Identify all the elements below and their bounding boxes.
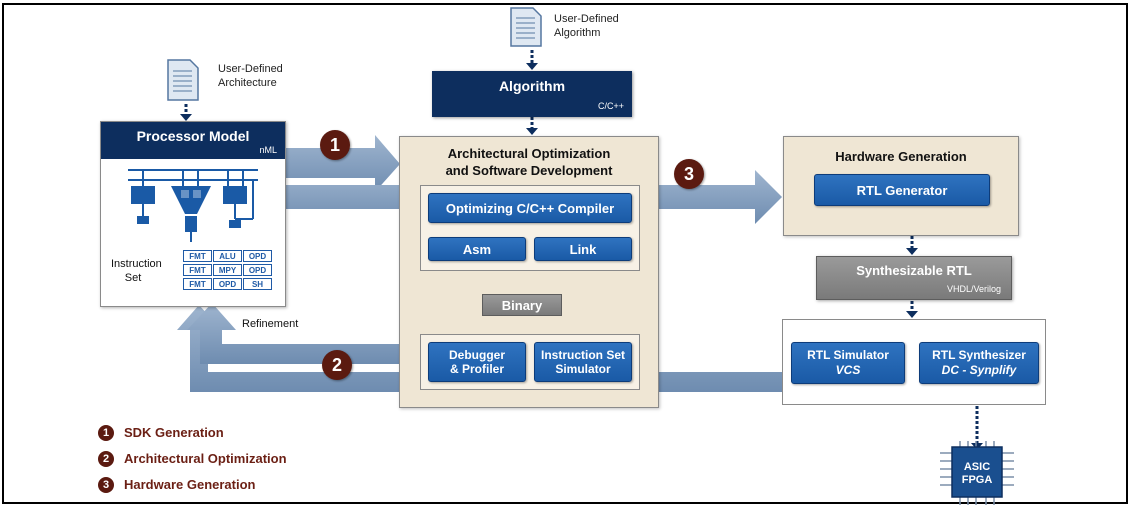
- left-doc-label: User-Defined Architecture: [218, 62, 283, 90]
- link-button[interactable]: Link: [534, 237, 632, 261]
- instruction-set-line1: Instruction: [111, 258, 162, 270]
- top-doc-label-line2: Algorithm: [554, 27, 601, 39]
- debugger-button[interactable]: Debugger & Profiler: [428, 342, 526, 382]
- legend-marker-2: 2: [98, 451, 114, 467]
- legend-marker-1: 1: [98, 425, 114, 441]
- instruction-cell: FMT: [183, 278, 212, 290]
- arrow-refinement: [187, 303, 420, 364]
- binary-box[interactable]: Binary: [482, 294, 562, 316]
- algorithm-tag: C/C++: [597, 101, 624, 111]
- step-marker-2: 2: [322, 350, 352, 380]
- chip-label-line1: ASIC: [963, 461, 991, 473]
- rtl-tools-container: RTL Simulator VCS RTL Synthesizer DC - S…: [782, 319, 1046, 405]
- processor-model-title: Processor Model: [136, 128, 250, 144]
- chip-label-line2: FPGA: [961, 474, 993, 486]
- instruction-cell: OPD: [243, 250, 272, 262]
- debugger-label-line2: & Profiler: [449, 362, 504, 376]
- iss-button[interactable]: Instruction Set Simulator: [534, 342, 632, 382]
- left-doc-label-line1: User-Defined: [218, 63, 283, 75]
- legend-marker-3: 3: [98, 477, 114, 493]
- rtl-simulator-label-line2: VCS: [835, 363, 861, 377]
- instruction-cell: MPY: [213, 264, 242, 276]
- hardware-generation-title: Hardware Generation: [835, 149, 967, 164]
- step-marker-1: 1: [320, 130, 350, 160]
- processor-model-tag: nML: [259, 145, 277, 155]
- step-marker-3: 3: [674, 159, 704, 189]
- refinement-label: Refinement: [242, 318, 299, 330]
- top-doc-label: User-Defined Algorithm: [554, 12, 619, 40]
- legend-label-hardware-generation: Hardware Generation: [124, 477, 256, 492]
- rtl-simulator-button[interactable]: RTL Simulator VCS: [791, 342, 905, 384]
- algorithm-box[interactable]: Algorithm C/C++: [432, 71, 632, 117]
- arch-opt-container[interactable]: Architectural Optimization and Software …: [399, 136, 659, 408]
- rtl-synthesizer-label-line2: DC - Synplify: [941, 363, 1017, 377]
- instruction-cell: OPD: [213, 278, 242, 290]
- arch-opt-title-line1: Architectural Optimization: [447, 146, 611, 161]
- algorithm-title: Algorithm: [498, 78, 566, 94]
- synthesizable-rtl-tag: VHDL/Verilog: [946, 284, 1001, 294]
- synthesizable-rtl-title: Synthesizable RTL: [856, 263, 972, 278]
- arch-opt-title-line2: and Software Development: [445, 163, 613, 178]
- processor-model-box[interactable]: Processor Model nML Instruction Set: [100, 121, 286, 307]
- compiler-button[interactable]: Optimizing C/C++ Compiler: [428, 193, 632, 223]
- hardware-generation-box[interactable]: Hardware Generation RTL Generator: [783, 136, 1019, 236]
- instruction-set-line2: Set: [124, 272, 142, 284]
- chip-label: ASIC FPGA: [952, 461, 1002, 487]
- instruction-cell: FMT: [183, 264, 212, 276]
- legend-label-sdk-generation: SDK Generation: [124, 425, 224, 440]
- legend-label-architectural-optimization: Architectural Optimization: [124, 451, 287, 466]
- arrow-sdk-generation: [285, 135, 400, 192]
- iss-label-line2: Simulator: [555, 362, 611, 376]
- processor-model-header: Processor Model nML: [101, 122, 285, 159]
- rtl-generator-button[interactable]: RTL Generator: [814, 174, 990, 206]
- top-doc-label-line1: User-Defined: [554, 13, 619, 25]
- instruction-cell: ALU: [213, 250, 242, 262]
- rtl-synthesizer-label-line1: RTL Synthesizer: [932, 348, 1026, 362]
- rtl-simulator-label-line1: RTL Simulator: [807, 348, 889, 362]
- instruction-cell: FMT: [183, 250, 212, 262]
- instruction-cell: SH: [243, 278, 272, 290]
- arch-opt-title: Architectural Optimization and Software …: [400, 145, 658, 179]
- synthesizable-rtl-box[interactable]: Synthesizable RTL VHDL/Verilog: [816, 256, 1012, 300]
- document-icon: [510, 7, 542, 47]
- debugger-label-line1: Debugger: [448, 348, 505, 362]
- rtl-synthesizer-button[interactable]: RTL Synthesizer DC - Synplify: [919, 342, 1039, 384]
- datapath-icon: [128, 169, 258, 242]
- left-doc-label-line2: Architecture: [218, 77, 277, 89]
- instruction-cell: OPD: [243, 264, 272, 276]
- document-icon: [167, 59, 199, 101]
- chip-icon: [940, 441, 1014, 505]
- iss-label-line1: Instruction Set: [540, 348, 625, 362]
- asm-button[interactable]: Asm: [428, 237, 526, 261]
- instruction-set-label: Instruction Set: [111, 257, 162, 285]
